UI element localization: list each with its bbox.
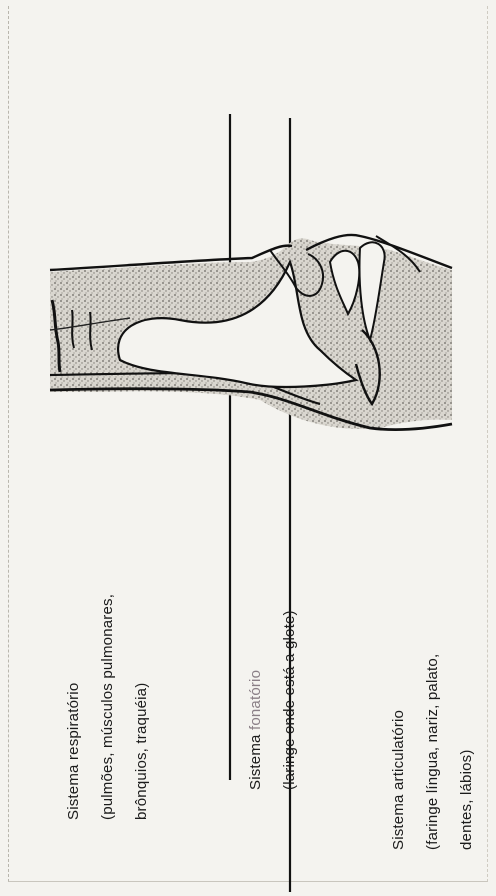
label-respiratory-system: Sistema respiratório (pulmões, músculos … [48, 490, 268, 820]
articulatory-detail-2: dentes, lábios) [458, 490, 475, 850]
respiratory-detail-2: brônquios, traquéia) [133, 490, 150, 820]
respiratory-detail-1: (pulmões, músculos pulmonares, [99, 490, 116, 820]
phonatory-detail: (laringe onde está a glote) [281, 490, 298, 790]
respiratory-title: Sistema respiratório [65, 490, 82, 820]
